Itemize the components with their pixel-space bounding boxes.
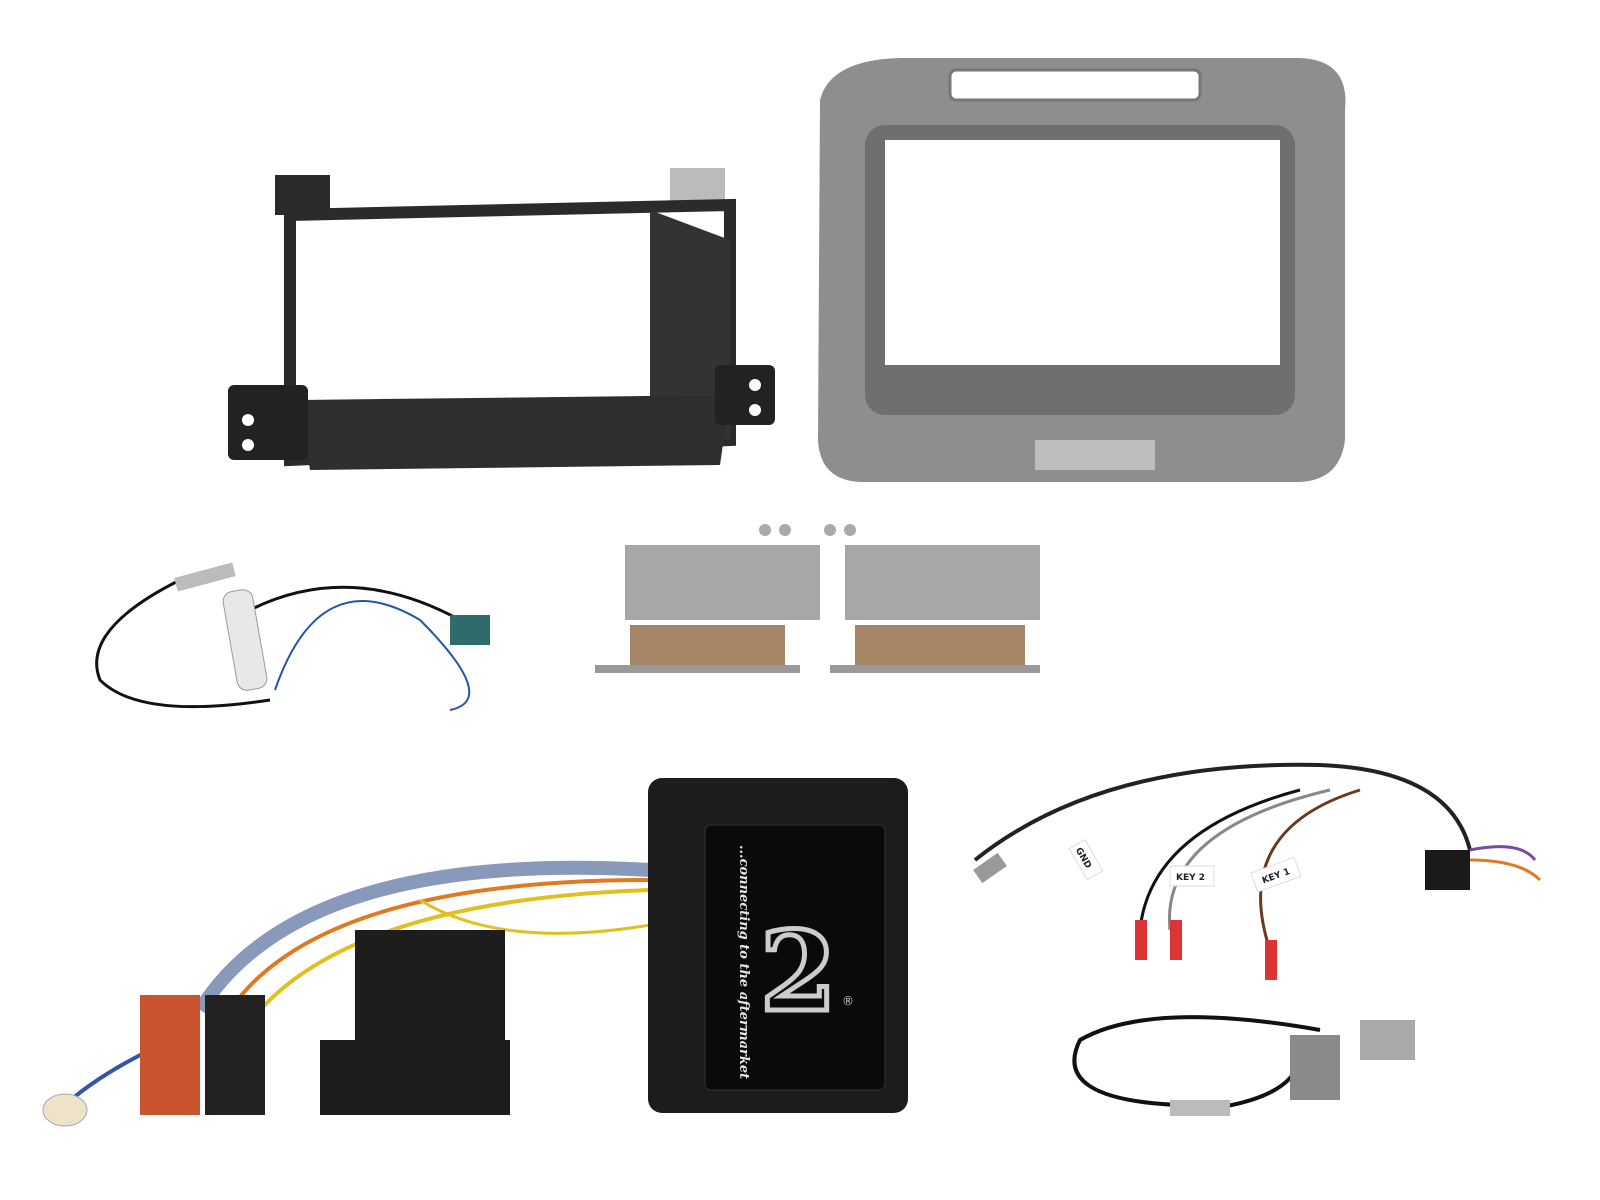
steering-interface: ...connecting to the aftermarket 2 ®: [648, 778, 908, 1113]
mounting-cage: [228, 168, 775, 470]
antenna-adapter: [95, 562, 490, 711]
label-key-2: KEY 2: [1176, 873, 1205, 883]
antenna-lead: [1072, 1015, 1415, 1116]
registered-mark: ®: [842, 994, 854, 1008]
fascia-panel: [818, 58, 1346, 482]
steering-patch-lead: GND KEY 2 KEY 1: [973, 762, 1542, 980]
iso-harness: [42, 860, 651, 1127]
connects2-logo: 2: [760, 907, 837, 1036]
side-brackets: [595, 524, 1040, 673]
interface-tagline: ...connecting to the aftermarket: [736, 845, 751, 1079]
